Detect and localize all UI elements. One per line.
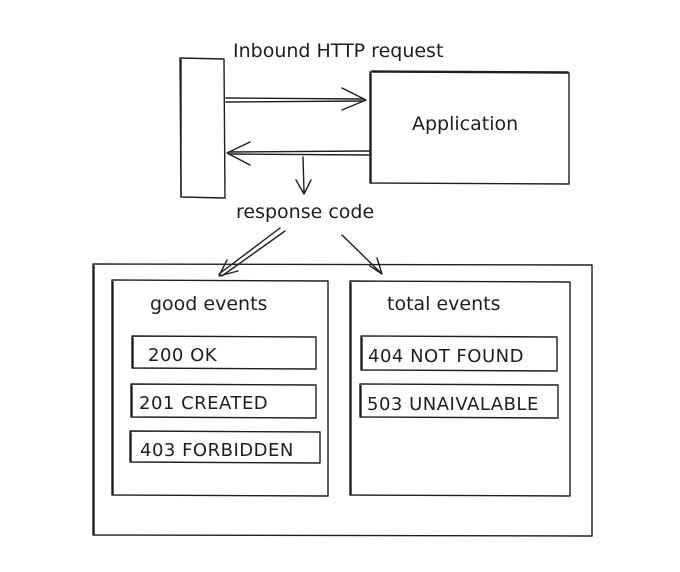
application-box: Application — [369, 70, 570, 185]
response-code-arrow — [295, 156, 312, 195]
request-label: Inbound HTTP request — [233, 40, 443, 62]
code-403-label: 403 FORBIDDEN — [140, 440, 294, 461]
code-503-label: 503 UNAIVALABLE — [367, 394, 539, 415]
code-200-box: 200 OK — [131, 335, 317, 370]
request-arrow — [225, 87, 367, 111]
split-arrow-total — [341, 234, 383, 275]
code-201-box: 201 CREATED — [130, 383, 317, 419]
response-code-label: response code — [236, 201, 374, 223]
code-503-box: 503 UNAIVALABLE — [359, 383, 559, 419]
application-label: Application — [412, 113, 518, 135]
code-200-label: 200 OK — [148, 345, 218, 366]
total-events-panel: total events 404 NOT FOUND 503 UNAIVALAB… — [349, 280, 571, 497]
code-403-box: 403 FORBIDDEN — [129, 430, 321, 464]
code-201-label: 201 CREATED — [139, 393, 268, 414]
response-arrow — [226, 141, 370, 166]
events-container — [92, 263, 593, 537]
good-events-panel: good events 200 OK 201 CREATED 403 FORBI… — [111, 279, 329, 497]
total-events-title: total events — [387, 293, 501, 315]
code-404-box: 404 NOT FOUND — [360, 335, 558, 372]
good-events-title: good events — [150, 293, 267, 315]
client-box — [179, 57, 226, 199]
code-404-label: 404 NOT FOUND — [368, 346, 524, 367]
split-arrow-good — [218, 227, 286, 277]
